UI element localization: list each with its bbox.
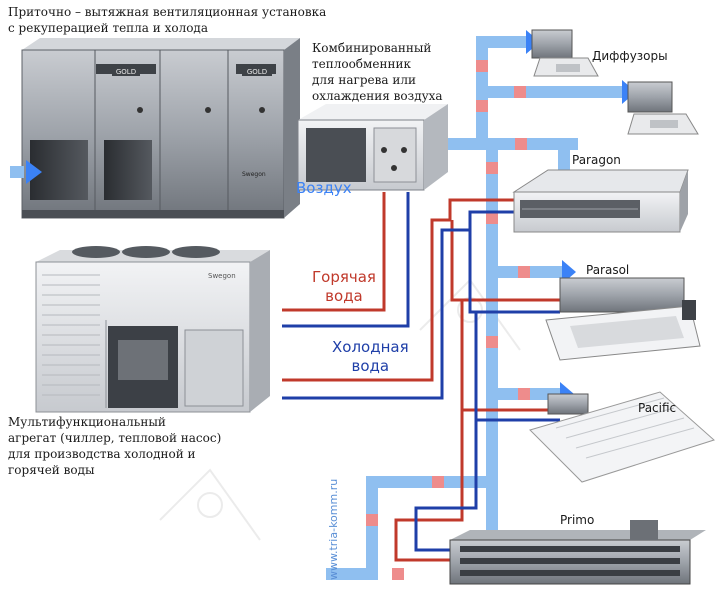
cold-water-pipes <box>282 192 560 552</box>
gold-badge: GOLD GOLD Swegon <box>112 66 272 178</box>
chiller-unit-image <box>35 246 270 413</box>
primo-unit-image <box>449 520 706 585</box>
pacific-unit-image <box>529 391 715 483</box>
air-label: Воздух <box>296 179 352 197</box>
gold-badge-right: GOLD <box>247 68 267 76</box>
swegon-badge-unit: Swegon <box>242 171 266 178</box>
parasol-label: Parasol <box>586 263 630 277</box>
gold-badge-left: GOLD <box>116 68 136 76</box>
cold-water-label: Холодная вода <box>332 338 409 375</box>
hot-water-label: Горячая вода <box>312 268 376 305</box>
website-watermark: www.tria-komm.ru <box>327 478 340 580</box>
diffuser-bottom <box>627 81 699 135</box>
diffusers-label: Диффузоры <box>592 49 668 63</box>
primo-label: Primo <box>560 513 595 527</box>
ventilation-unit-image <box>21 38 300 219</box>
hot-water-pipes <box>282 192 560 562</box>
ventilation-unit-label: Приточно – вытяжная вентиляционная устан… <box>8 5 327 35</box>
damper-markers <box>366 60 530 580</box>
heat-exchanger-label: Комбинированный теплообменник для нагрев… <box>312 41 443 103</box>
paragon-label: Paragon <box>572 153 621 167</box>
swegon-badge-chiller: Swegon <box>208 272 236 280</box>
parasol-unit-image <box>545 277 701 361</box>
pacific-label: Pacific <box>638 401 677 415</box>
diffuser-top <box>531 29 599 77</box>
heat-exchanger-image <box>297 104 448 191</box>
multifunctional-unit-label: Мультифункциональный агрегат (чиллер, те… <box>8 415 222 477</box>
paragon-unit-image <box>512 169 689 233</box>
